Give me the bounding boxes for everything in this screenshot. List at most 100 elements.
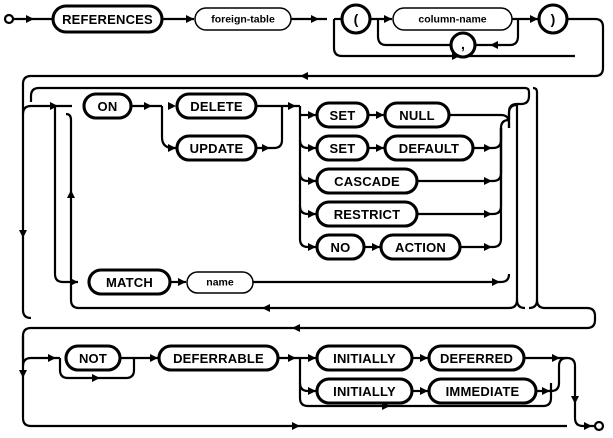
arrow-icon bbox=[288, 102, 296, 110]
rail-bundle-533-stub bbox=[532, 86, 539, 93]
node-initially-immediate-initially-label: INITIALLY bbox=[333, 384, 396, 399]
arrow-icon bbox=[300, 72, 308, 80]
arrow-icon bbox=[484, 243, 492, 251]
rail-name-out bbox=[253, 273, 511, 284]
rail-row1-to-row2-wrap bbox=[21, 17, 605, 106]
node-lparen-label: ( bbox=[354, 11, 359, 27]
node-on-label: ON bbox=[98, 99, 118, 114]
arrow-icon bbox=[92, 374, 100, 382]
arrow-icon bbox=[288, 354, 296, 362]
node-update-label: UPDATE bbox=[190, 141, 244, 156]
rail-on-clause-repeat-loop bbox=[29, 86, 531, 120]
arrow-icon bbox=[19, 230, 27, 238]
arrow-icon bbox=[26, 15, 34, 23]
node-name-label: name bbox=[206, 277, 234, 289]
arrow-icon bbox=[492, 278, 500, 286]
arrow-icon bbox=[420, 387, 428, 395]
start-marker-icon bbox=[3, 13, 15, 25]
node-not-label: NOT bbox=[79, 351, 107, 366]
arrow-icon bbox=[384, 15, 392, 23]
node-cascade-label: CASCADE bbox=[334, 174, 400, 189]
arrow-icon bbox=[67, 190, 75, 198]
rail-bundle-517 bbox=[515, 104, 526, 310]
arrow-icon bbox=[420, 354, 428, 362]
node-null-label: NULL bbox=[399, 108, 434, 123]
rail-entry-to-not bbox=[21, 356, 60, 367]
arrow-icon bbox=[168, 102, 176, 110]
arrow-icon bbox=[262, 304, 270, 312]
rail-bundle-537 bbox=[528, 92, 539, 310]
node-no-label: NO bbox=[331, 240, 351, 255]
rail-inner-group-repeat bbox=[65, 112, 519, 310]
arrow-icon bbox=[308, 144, 316, 152]
node-rparen-label: ) bbox=[551, 11, 556, 27]
arrow-icon bbox=[292, 422, 300, 430]
node-comma-box bbox=[449, 31, 477, 59]
node-default-label: DEFAULT bbox=[399, 141, 459, 156]
rail-update-join bbox=[256, 106, 284, 150]
arrow-icon bbox=[308, 243, 316, 251]
arrow-icon bbox=[19, 370, 27, 378]
arrow-icon bbox=[262, 144, 270, 152]
node-column-name-label: column-name bbox=[418, 14, 486, 26]
node-deferred-label: DEFERRED bbox=[440, 351, 513, 366]
end-marker-icon bbox=[593, 420, 605, 432]
arrow-icon bbox=[542, 387, 550, 395]
node-set-null-set-label: SET bbox=[330, 108, 356, 123]
node-initially-deferred-initially-label: INITIALLY bbox=[333, 351, 396, 366]
arrow-icon bbox=[311, 15, 319, 23]
node-action-label: ACTION bbox=[395, 240, 446, 255]
arrow-icon bbox=[376, 111, 384, 119]
rail-deferrable-group-bypass bbox=[21, 336, 567, 428]
rail-entry-to-on bbox=[21, 104, 72, 115]
arrow-icon bbox=[584, 422, 592, 430]
arrow-icon bbox=[292, 324, 300, 332]
rail-immediate-join bbox=[536, 356, 568, 393]
node-references-label: REFERENCES bbox=[62, 12, 153, 27]
rail-row2-group-bypass-left bbox=[21, 106, 32, 320]
rail-initially-bypass-join bbox=[390, 383, 553, 408]
arrow-icon bbox=[484, 210, 492, 218]
rail-paren-group-bypass bbox=[332, 19, 575, 58]
arrow-icon bbox=[376, 144, 384, 152]
node-match-label: MATCH bbox=[106, 275, 153, 290]
arrow-icon bbox=[552, 354, 560, 362]
node-comma-label: , bbox=[461, 36, 465, 52]
rail-action-fork-spine bbox=[298, 106, 316, 249]
rail-merge-stub bbox=[499, 118, 510, 129]
rail-default-out bbox=[473, 128, 503, 150]
arrow-icon bbox=[308, 354, 316, 362]
node-delete-label: DELETE bbox=[190, 99, 243, 114]
arrow-icon bbox=[484, 144, 492, 152]
arrow-icon bbox=[530, 15, 538, 23]
arrow-icon bbox=[186, 15, 194, 23]
rail-fork-to-initially-immediate bbox=[298, 382, 316, 393]
rail-comma-repeat-loop bbox=[376, 19, 520, 47]
rail-branch-on-or-match bbox=[53, 106, 78, 284]
arrow-icon bbox=[308, 177, 316, 185]
arrow-icon bbox=[150, 354, 158, 362]
node-deferrable-label: DEFERRABLE bbox=[173, 351, 264, 366]
node-immediate-label: IMMEDIATE bbox=[446, 384, 520, 399]
arrow-icon bbox=[308, 210, 316, 218]
arrow-icon bbox=[484, 177, 492, 185]
rail-fork-to-update bbox=[160, 106, 176, 150]
rail-null-out bbox=[449, 113, 511, 128]
rail-action-out bbox=[460, 128, 503, 249]
arrow-icon bbox=[178, 278, 186, 286]
arrow-icon bbox=[490, 41, 498, 49]
rail-to-end bbox=[566, 356, 594, 428]
rail-fork-to-cascade bbox=[298, 172, 316, 183]
node-set-default-set-label: SET bbox=[330, 141, 356, 156]
arrow-icon bbox=[308, 111, 316, 119]
rail-fork-to-setdefault bbox=[298, 139, 316, 150]
arrow-icon bbox=[168, 144, 176, 152]
arrow-icon bbox=[372, 243, 380, 251]
arrow-icon bbox=[48, 354, 56, 362]
rail-initially-fork-bypass bbox=[298, 358, 390, 408]
rail-row2-to-row3-wrap bbox=[21, 299, 597, 358]
rail-fork-to-restrict bbox=[298, 205, 316, 216]
node-restrict-label: RESTRICT bbox=[334, 207, 401, 222]
